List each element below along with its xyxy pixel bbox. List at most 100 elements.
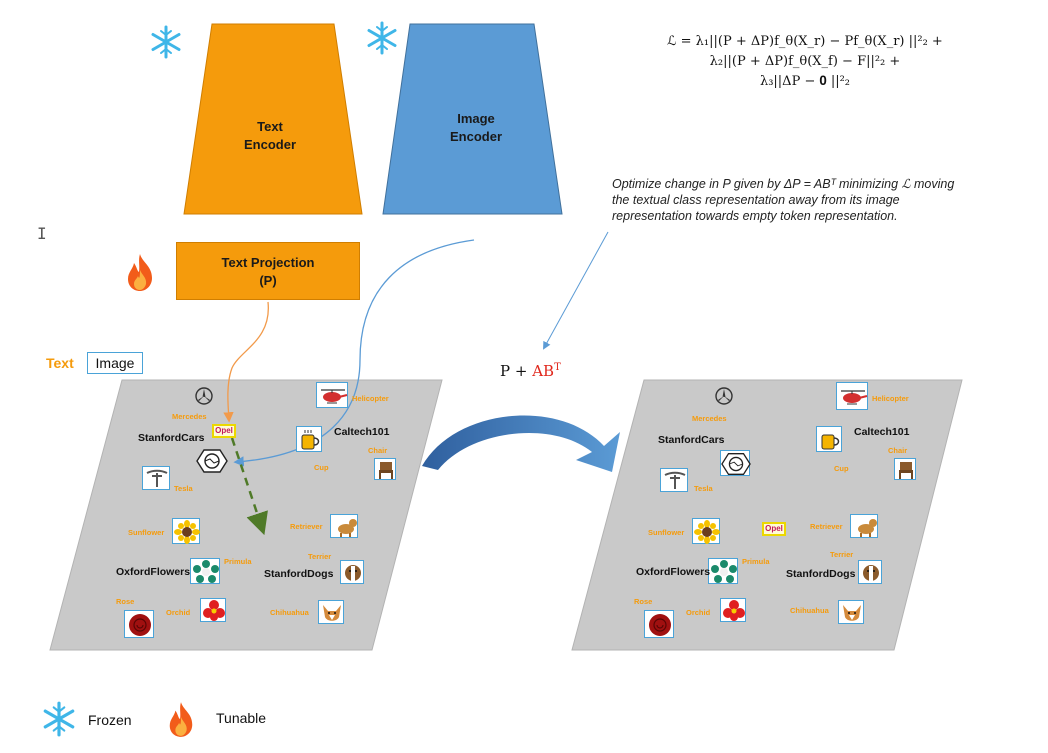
retriever-icon: [338, 519, 357, 537]
cup-image: [296, 426, 322, 452]
opel-marker: Opel: [762, 522, 786, 536]
primula-image: [708, 558, 738, 584]
label-tesla: Tesla: [174, 484, 193, 493]
text-projection-box: [176, 242, 360, 300]
tesla-image: [142, 466, 170, 490]
dataset-caltech101: Caltech101: [854, 426, 910, 438]
label-retriever: Retriever: [810, 522, 843, 531]
update-prefix: P +: [500, 362, 533, 380]
mercedes-icon: [715, 387, 733, 405]
image-modality-label: Image: [87, 352, 143, 374]
primula-image: [190, 558, 220, 584]
text-cursor-icon: I: [37, 224, 47, 243]
helicopter-image: [836, 382, 868, 410]
formula-line-3: λ₃||ΔP − 𝟎 ||²₂: [759, 74, 851, 89]
chihuahua-icon: [323, 605, 341, 621]
cup-image: [816, 426, 842, 452]
retriever-image: [330, 514, 358, 538]
update-sup: T: [554, 362, 561, 373]
text-encoder-label: Text Encoder: [243, 119, 296, 152]
sunflower-icon: [694, 520, 720, 544]
helicopter-icon: [321, 389, 348, 404]
label-chihuahua: Chihuahua: [790, 606, 829, 615]
primula-icon: [711, 560, 737, 583]
label-tesla: Tesla: [694, 484, 713, 493]
mercedes-icon: [195, 387, 213, 405]
rose-icon: [649, 614, 671, 636]
loss-formula: ℒ = λ₁||(P + ΔP)f_θ(X_r) − Pf_θ(X_r) ||²…: [600, 32, 1010, 92]
opel-logo-image: [196, 448, 228, 474]
terrier-image: [340, 560, 364, 584]
image-encoder-label: Image Encoder: [449, 111, 502, 144]
sunflower-image: [172, 518, 200, 544]
orchid-image: [720, 598, 746, 622]
dataset-stanford-dogs: StanfordDogs: [786, 568, 856, 580]
optimization-note: Optimize change in P given by ΔP = ABᵀ m…: [612, 177, 955, 223]
rose-image: [644, 610, 674, 638]
chihuahua-icon: [843, 605, 861, 621]
sunflower-image: [692, 518, 720, 544]
label-helicopter: Helicopter: [352, 394, 389, 403]
formula-line-1: ℒ = λ₁||(P + ΔP)f_θ(X_r) − Pf_θ(X_r) ||²…: [667, 34, 943, 49]
opel-marker: Opel: [212, 424, 236, 438]
label-terrier: Terrier: [308, 552, 332, 561]
tesla-icon: [146, 469, 168, 487]
chihuahua-image: [318, 600, 344, 624]
orchid-icon: [723, 600, 745, 621]
terrier-image: [858, 560, 882, 584]
note-to-update-arrow: [543, 231, 609, 350]
orchid-image: [200, 598, 226, 622]
opel-logo-icon: [721, 453, 751, 475]
tesla-icon: [664, 471, 686, 489]
opel-logo-image: [720, 450, 751, 476]
label-retriever: Retriever: [290, 522, 323, 531]
snowflake-icon: [151, 25, 181, 59]
chair-image: [894, 458, 916, 480]
text-encoder-shape: [183, 23, 363, 215]
label-rose: Rose: [116, 597, 135, 606]
dataset-oxford-flowers: OxfordFlowers: [636, 566, 711, 578]
retriever-icon: [858, 519, 877, 537]
tesla-image: [660, 468, 688, 492]
label-helicopter: Helicopter: [872, 394, 909, 403]
opel-logo-icon: [196, 449, 228, 473]
label-cup: Cup: [314, 463, 329, 472]
label-terrier: Terrier: [830, 550, 854, 559]
chair-image: [374, 458, 396, 480]
legend-frozen-label: Frozen: [88, 712, 132, 728]
label-mercedes: Mercedes: [692, 414, 727, 423]
rose-image: [124, 610, 154, 638]
left-embedding-plane: [49, 379, 443, 651]
right-embedding-plane: [571, 379, 963, 651]
text-modality-label: Text: [46, 355, 74, 371]
projection-to-opel-arrow: [223, 301, 269, 423]
label-chair: Chair: [888, 446, 908, 455]
label-mercedes: Mercedes: [172, 412, 207, 421]
snowflake-icon: [367, 21, 397, 55]
primula-icon: [193, 560, 219, 583]
sunflower-icon: [174, 520, 200, 544]
label-orchid: Orchid: [686, 608, 711, 617]
dataset-stanford-dogs: StanfordDogs: [264, 568, 334, 580]
update-expression: P + ABT: [500, 362, 561, 380]
dataset-oxford-flowers: OxfordFlowers: [116, 566, 191, 578]
cup-icon: [301, 430, 320, 450]
legend-tunable-label: Tunable: [216, 710, 267, 726]
label-sunflower: Sunflower: [648, 528, 685, 537]
label-sunflower: Sunflower: [128, 528, 165, 537]
label-rose: Rose: [634, 597, 653, 606]
opel-shift-arrow: [230, 437, 268, 536]
label-primula: Primula: [224, 557, 252, 566]
chihuahua-image: [838, 600, 864, 624]
helicopter-icon: [841, 390, 868, 405]
snowflake-icon: [43, 701, 75, 737]
image-encoder-shape: [382, 23, 563, 215]
dataset-stanford-cars: StanfordCars: [658, 434, 725, 446]
update-suffix: AB: [532, 362, 555, 380]
terrier-icon: [863, 565, 879, 581]
cup-icon: [821, 434, 840, 450]
chair-icon: [899, 462, 913, 479]
chair-icon: [379, 462, 393, 479]
label-primula: Primula: [742, 557, 770, 566]
dataset-caltech101: Caltech101: [334, 426, 390, 438]
